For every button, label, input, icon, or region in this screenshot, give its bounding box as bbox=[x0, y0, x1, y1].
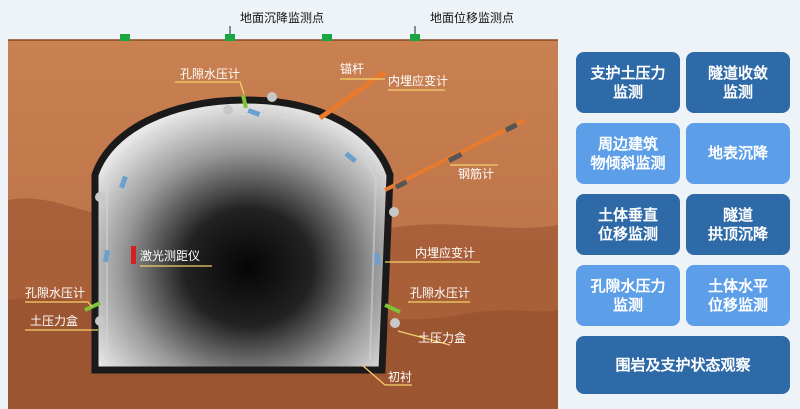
monitoring-menu: 支护土压力 监测 隧道收敛 监测 周边建筑 物倾斜监测 地表沉降 土体垂直 位移… bbox=[565, 0, 800, 409]
pore-pressure-sensor bbox=[84, 301, 101, 312]
rebar-meter-label: 钢筋计 bbox=[458, 166, 494, 181]
laser-rangefinder-label: 激光测距仪 bbox=[140, 249, 200, 263]
earth-pressure-cell bbox=[95, 192, 105, 202]
surface-marker bbox=[225, 34, 235, 41]
rebar-gauge bbox=[504, 122, 518, 133]
lining-label: 初衬 bbox=[388, 370, 412, 384]
rebar-gauge bbox=[447, 152, 463, 163]
earth-pressure-cell bbox=[389, 207, 399, 217]
horizontal-displacement-button[interactable]: 土体水平 位移监测 bbox=[686, 265, 790, 326]
label-leaders bbox=[25, 78, 498, 386]
tunnel-monitoring-diagram: 地面沉降监测点 地面位移监测点 锚杆 孔隙水压计 内埋应变计 钢筋计 激光测距仪… bbox=[8, 10, 558, 409]
vault-settlement-button[interactable]: 隧道 拱顶沉降 bbox=[686, 194, 790, 255]
surface-displacement-label: 地面位移监测点 bbox=[430, 10, 514, 25]
embedded-strain-right-label: 内埋应变计 bbox=[415, 245, 475, 260]
strain-gauge bbox=[374, 252, 382, 266]
building-tilt-button[interactable]: 周边建筑 物倾斜监测 bbox=[576, 123, 680, 184]
strain-gauge bbox=[247, 108, 261, 117]
surrounding-rock-observation-button[interactable]: 围岩及支护状态观察 bbox=[576, 336, 790, 394]
surface-marker bbox=[120, 34, 130, 41]
earth-pressure-cell bbox=[95, 316, 105, 326]
earth-pressure-right-label: 土压力盒 bbox=[418, 330, 466, 345]
earth-pressure-cell bbox=[390, 318, 400, 328]
surface-marker bbox=[410, 34, 420, 41]
strain-gauge bbox=[102, 249, 110, 263]
earth-pressure-left-label: 土压力盒 bbox=[30, 313, 78, 328]
pore-water-pressure-button[interactable]: 孔隙水压力 监测 bbox=[576, 265, 680, 326]
laser-rangefinder-device bbox=[131, 246, 136, 264]
pore-pressure-top-label: 孔隙水压计 bbox=[180, 67, 240, 81]
support-earth-pressure-button[interactable]: 支护土压力 监测 bbox=[576, 52, 680, 113]
strain-gauge bbox=[119, 175, 128, 189]
surface-settlement-label: 地面沉降监测点 bbox=[240, 11, 324, 25]
pore-pressure-sensor bbox=[241, 94, 248, 109]
anchor-label: 锚杆 bbox=[340, 61, 364, 76]
anchor-rod bbox=[318, 69, 387, 121]
tunnel-inner-edge bbox=[106, 112, 378, 361]
tunnel-convergence-button[interactable]: 隧道收敛 监测 bbox=[686, 52, 790, 113]
surface-marker bbox=[322, 34, 332, 41]
vertical-displacement-button[interactable]: 土体垂直 位移监测 bbox=[576, 194, 680, 255]
pore-pressure-right-label: 孔隙水压计 bbox=[410, 286, 470, 300]
earth-pressure-cell bbox=[223, 105, 233, 115]
pore-pressure-left-label: 孔隙水压计 bbox=[25, 286, 85, 300]
embedded-strain-top-label: 内埋应变计 bbox=[388, 73, 448, 88]
surface-settlement-button[interactable]: 地表沉降 bbox=[686, 123, 790, 184]
earth-pressure-cell bbox=[267, 92, 277, 102]
pore-pressure-sensor bbox=[384, 303, 401, 314]
strain-gauge bbox=[344, 151, 357, 164]
rebar-gauge bbox=[394, 179, 408, 190]
